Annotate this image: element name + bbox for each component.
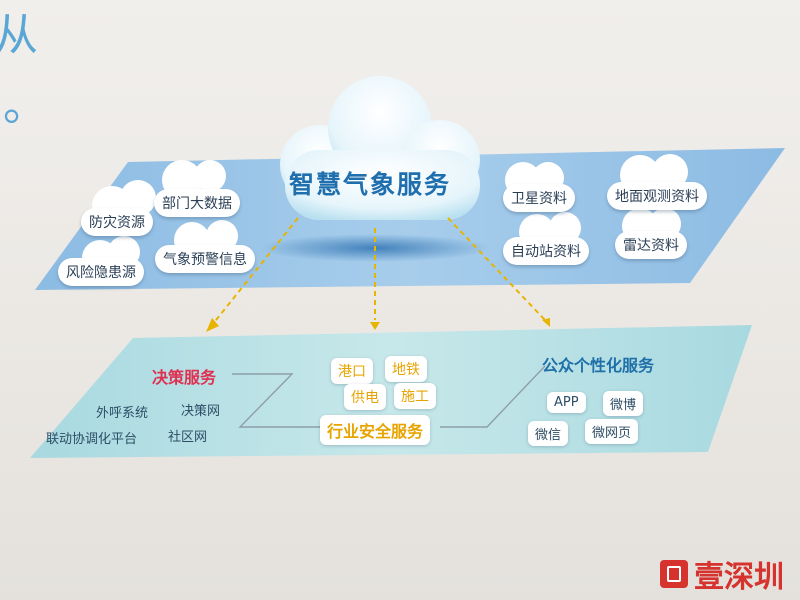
- background-text-line1: 从: [0, 10, 38, 61]
- industry-item-power: 供电: [344, 384, 386, 410]
- bottom-panel: [30, 325, 752, 458]
- main-cloud: [280, 76, 480, 220]
- bubble-ground-observation: 地面观测资料: [607, 182, 707, 210]
- bubble-weather-warning: 气象预警信息: [155, 245, 255, 273]
- industry-item-construction: 施工: [394, 383, 436, 409]
- public-item-app: APP: [547, 392, 586, 413]
- logo: 壹深圳: [660, 552, 784, 596]
- public-services-title: 公众个性化服务: [542, 356, 655, 375]
- industry-services-title: 行业安全服务: [320, 415, 431, 445]
- bubble-radar-data: 雷达资料: [615, 231, 687, 259]
- decision-item-coordination: 联动协调化平台: [46, 432, 138, 447]
- decision-item-callout: 外呼系统: [96, 406, 149, 421]
- decision-item-community-net: 社区网: [168, 430, 208, 445]
- logo-text: 壹深圳: [694, 560, 784, 595]
- bubble-department-big-data: 部门大数据: [154, 189, 240, 217]
- background-text-line2: Ⅰ。: [0, 80, 47, 131]
- dashed-arrows: [211, 217, 546, 326]
- public-item-weibo: 微博: [603, 391, 644, 416]
- decision-item-decision-net: 决策网: [181, 404, 221, 419]
- public-item-wechat: 微信: [528, 421, 569, 446]
- public-item-micro-web: 微网页: [585, 419, 639, 444]
- bubble-auto-station: 自动站资料: [503, 237, 589, 265]
- bubble-disaster-resources: 防灾资源: [81, 208, 153, 236]
- industry-item-port: 港口: [331, 358, 373, 384]
- arrow-heads: [206, 318, 550, 332]
- logo-mark-icon: [660, 560, 688, 588]
- bubble-satellite-data: 卫星资料: [503, 184, 575, 212]
- connector-lines: [232, 365, 546, 428]
- industry-item-subway: 地铁: [385, 356, 427, 382]
- cloud-title: 智慧气象服务: [289, 170, 452, 199]
- bubble-risk-sources: 风险隐患源: [58, 258, 144, 286]
- decision-services-title: 决策服务: [152, 368, 217, 387]
